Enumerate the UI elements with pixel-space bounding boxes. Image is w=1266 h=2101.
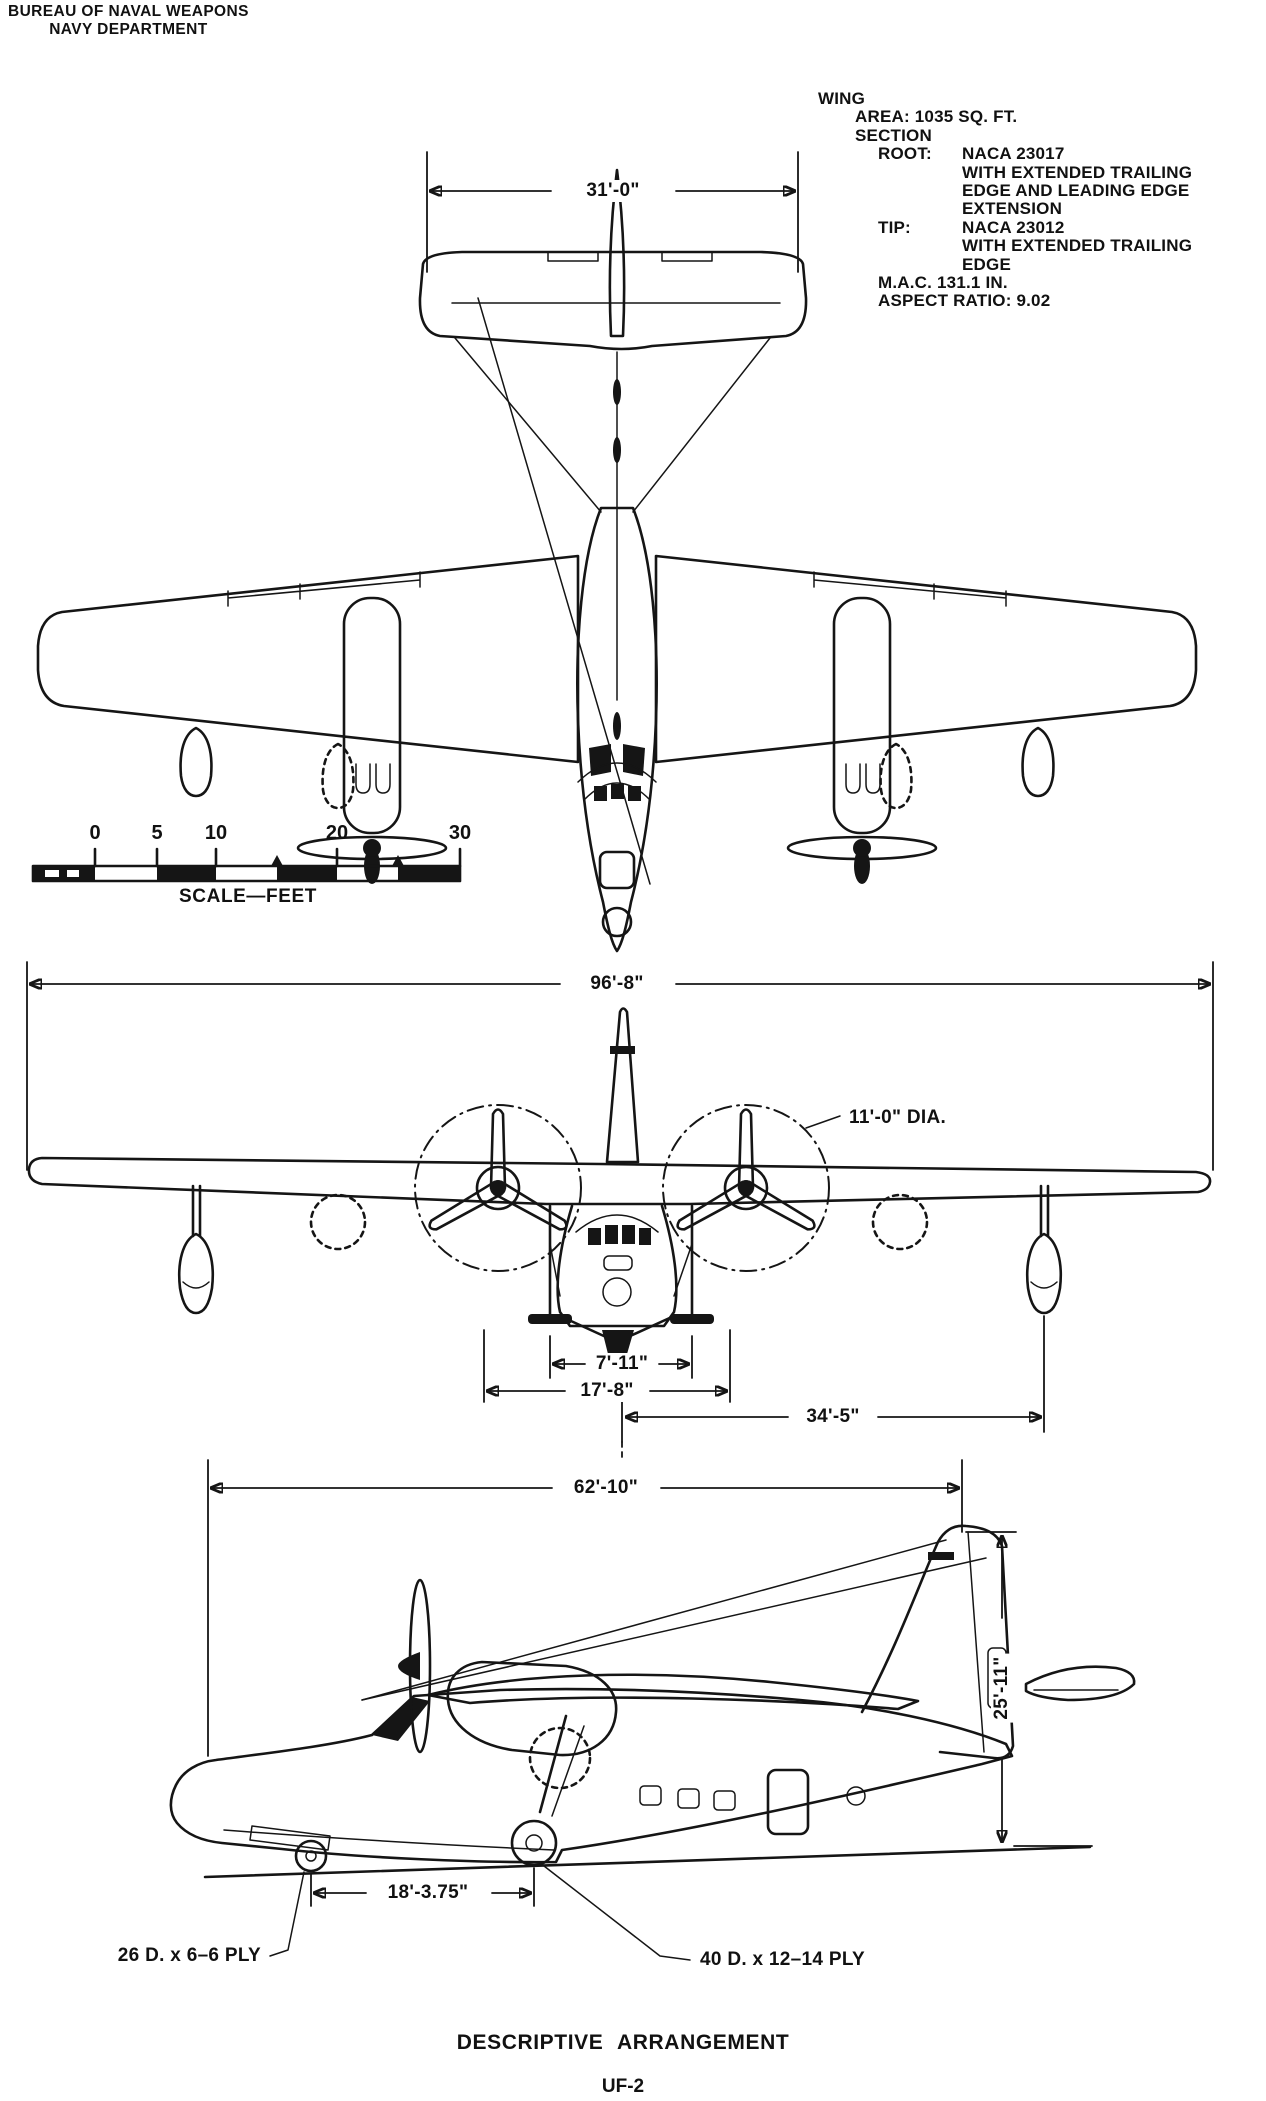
right-float-front xyxy=(1025,1184,1063,1315)
tailplane-span-dimension-lines xyxy=(426,151,799,273)
wing-tip-row: TIP: NACA 23012 xyxy=(878,217,1192,237)
cockpit-plan xyxy=(577,744,657,938)
front-view xyxy=(26,961,1214,1461)
dim-outer-track: 17'-8" xyxy=(577,1380,637,1402)
tip-note-1: WITH EXTENDED TRAILING xyxy=(962,236,1193,256)
scale-tick-0: 0 xyxy=(89,822,101,844)
retracted-wheel-bay xyxy=(528,1726,592,1790)
windshield-side xyxy=(372,1697,430,1741)
nose-tire-label: 26 D. x 6–6 PLY xyxy=(114,1945,264,1967)
nose-gear-door xyxy=(249,1825,331,1851)
landing-gear-front xyxy=(528,1204,714,1324)
wing-specs-title: WING xyxy=(818,89,866,108)
right-nacelle-plan xyxy=(786,596,938,884)
dim-propeller-diameter: 11'-0" DIA. xyxy=(846,1107,950,1129)
porthole xyxy=(846,1786,866,1806)
height-dimension-lines xyxy=(965,1531,1093,1847)
right-retracted-wheel xyxy=(871,1193,929,1251)
scale-tick-10: 10 xyxy=(204,822,228,844)
wing-specs-block: WING AREA: 1035 SQ. FT. SECTION ROOT: NAC… xyxy=(818,89,1193,311)
nose-dome xyxy=(601,906,633,938)
tip-airfoil: NACA 23012 xyxy=(962,217,1065,237)
fin-plan xyxy=(608,168,626,338)
fuselage-front xyxy=(556,1204,678,1358)
tail-bumper-front xyxy=(602,1330,634,1358)
hull-side xyxy=(169,1687,1014,1864)
root-note-2: EDGE AND LEADING EDGE xyxy=(962,181,1190,201)
horizontal-stabilizer-plan xyxy=(418,250,808,351)
dim-wingspan: 96'-8" xyxy=(587,973,647,995)
dim-float-distance: 34'-5" xyxy=(803,1406,863,1428)
left-wing-plan xyxy=(36,554,580,764)
nose-wheel xyxy=(294,1839,328,1873)
wing-root-row: ROOT: NACA 23017 xyxy=(878,144,1192,164)
wing-area: AREA: 1035 SQ. FT. xyxy=(855,107,1018,127)
scale-caption: SCALE—FEET xyxy=(179,886,317,907)
scale-tick-5: 5 xyxy=(151,822,163,844)
wing-mac: M.A.C. 131.1 IN. xyxy=(878,273,1008,293)
root-note-1: WITH EXTENDED TRAILING xyxy=(962,162,1193,182)
left-float-plan xyxy=(179,726,213,798)
aircraft-designation: UF-2 xyxy=(601,2076,645,2097)
ground-line xyxy=(203,1845,1092,1879)
right-propeller-front xyxy=(662,1104,830,1272)
bureau-line: BUREAU OF NAVAL WEAPONS xyxy=(8,3,249,20)
dim-gear-track: 7'-11" xyxy=(592,1353,652,1375)
scale-tick-30: 30 xyxy=(448,822,472,844)
length-dimension-lines xyxy=(207,1459,963,1757)
stabilizer-side xyxy=(1024,1665,1136,1702)
tip-note-2: EDGE xyxy=(962,254,1011,274)
root-label: ROOT: xyxy=(878,144,932,164)
bow-window xyxy=(602,1277,632,1307)
wing-side xyxy=(426,1673,920,1711)
left-float-front xyxy=(177,1184,215,1315)
side-view xyxy=(169,1459,1136,1961)
cabin-door xyxy=(766,1768,810,1836)
dim-tailplane-span: 31'-0" xyxy=(583,180,643,202)
plan-view xyxy=(36,151,1198,953)
scale-tick-20: 20 xyxy=(325,822,349,844)
right-float-retracted-plan xyxy=(879,742,913,810)
right-propeller-disc xyxy=(662,1104,830,1272)
wing-aspect-ratio: ASPECT RATIO: 9.02 xyxy=(878,291,1051,311)
dim-wheelbase: 18'-3.75" xyxy=(384,1882,472,1904)
scale-bar xyxy=(31,847,462,883)
left-propeller-front xyxy=(414,1104,582,1272)
cabin-windows-side xyxy=(639,1768,866,1836)
fin-front xyxy=(605,1007,640,1164)
engine-nacelle-side xyxy=(398,1578,618,1790)
fin-light xyxy=(610,1046,635,1054)
right-wing-plan xyxy=(654,554,1198,764)
dim-overall-length: 62'-10" xyxy=(570,1477,642,1499)
right-float-plan xyxy=(1021,726,1055,798)
wing-front xyxy=(27,1156,1212,1206)
tip-label: TIP: xyxy=(878,217,911,237)
wingspan-dimension-lines xyxy=(26,961,1214,1171)
float-distance-dimension-lines xyxy=(621,1315,1045,1461)
tail-side xyxy=(860,1524,1136,1760)
drawing-title: DESCRIPTIVE ARRANGEMENT xyxy=(456,2031,790,2054)
main-tire-label: 40 D. x 12–14 PLY xyxy=(697,1949,868,1971)
left-nacelle-plan xyxy=(296,596,448,884)
dim-overall-height: 25'-11" xyxy=(991,1653,1013,1723)
nose-hatch xyxy=(598,850,636,890)
fin-side xyxy=(860,1524,1015,1760)
left-float-retracted-plan xyxy=(321,742,355,810)
spinner-side xyxy=(398,1652,420,1680)
left-retracted-wheel xyxy=(309,1193,367,1251)
main-tire-leader xyxy=(543,1865,691,1961)
department-line: NAVY DEPARTMENT xyxy=(49,21,208,38)
wheelbase-dimension-lines xyxy=(310,1867,535,1907)
left-propeller-disc xyxy=(414,1104,582,1272)
root-note-3: EXTENSION xyxy=(962,199,1063,219)
main-wheel xyxy=(510,1819,558,1867)
document-header: BUREAU OF NAVAL WEAPONS NAVY DEPARTMENT xyxy=(8,3,249,39)
outer-track-dimension-lines xyxy=(483,1329,731,1403)
gear-track-dimension-lines xyxy=(549,1335,693,1379)
root-airfoil: NACA 23017 xyxy=(962,144,1065,164)
wing-section-heading: SECTION xyxy=(855,125,932,145)
nose-tire-leader xyxy=(269,1871,305,1957)
